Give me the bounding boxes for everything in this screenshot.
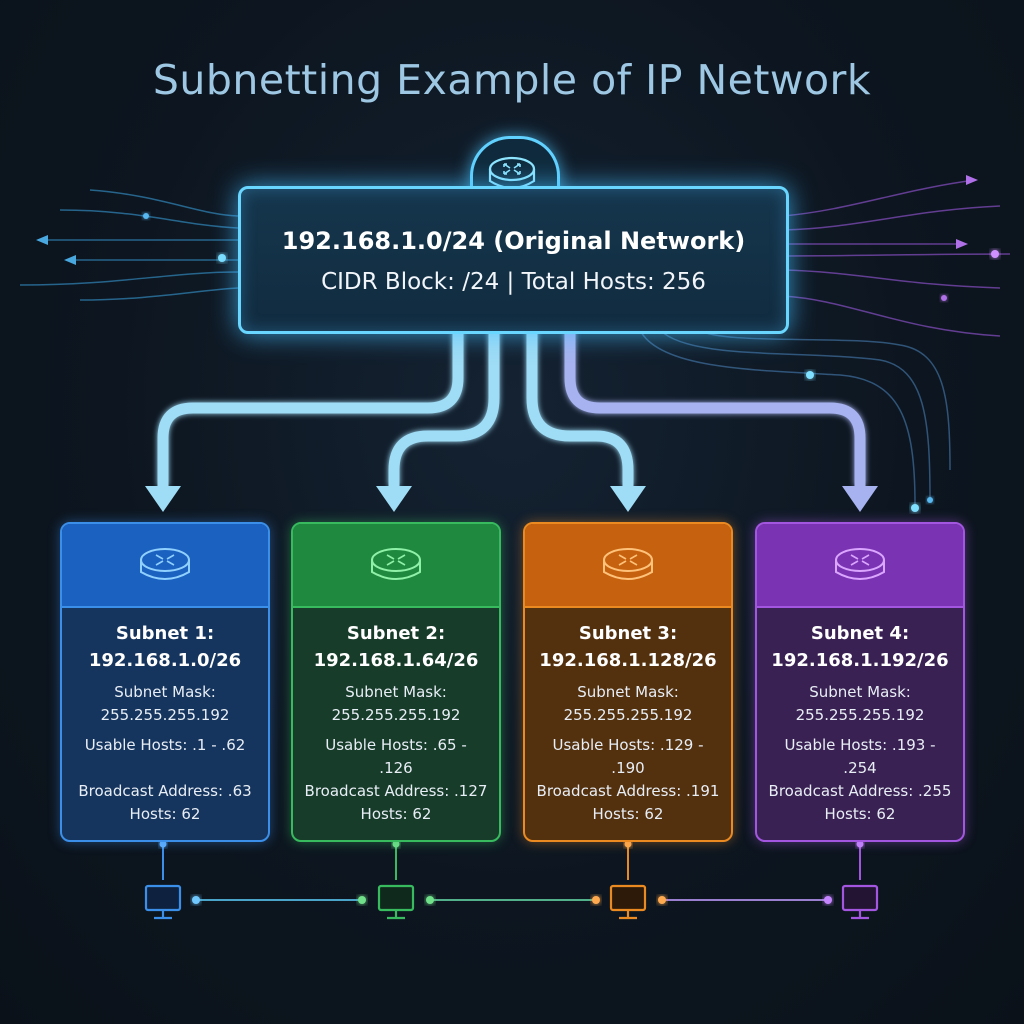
subnet-network: 192.168.1.128/26: [539, 650, 717, 671]
original-network-box: 192.168.1.0/24 (Original Network) CIDR B…: [238, 186, 789, 334]
subnet-card-body: Subnet 3: 192.168.1.128/26 Subnet Mask: …: [525, 608, 731, 826]
router-icon: [140, 548, 190, 580]
subnet-mask-label: Subnet Mask:: [114, 683, 216, 701]
arrow-heads: [145, 486, 878, 512]
subnet-mask-value: 255.255.255.192: [563, 706, 693, 724]
data-streaks-right: [782, 179, 1011, 337]
subnet-card-1: Subnet 1: 192.168.1.0/26 Subnet Mask: 25…: [60, 522, 270, 842]
subnet-network: 192.168.1.64/26: [313, 650, 479, 671]
pc-drop-lines: [162, 838, 861, 880]
subnet-network: 192.168.1.192/26: [771, 650, 949, 671]
arrow-subnet-2: [388, 330, 500, 486]
host-count: Hosts: 62: [592, 805, 664, 823]
subnet-mask-value: 255.255.255.192: [331, 706, 461, 724]
subnet-card-3: Subnet 3: 192.168.1.128/26 Subnet Mask: …: [523, 522, 733, 842]
usable-hosts-cont: .254: [843, 759, 877, 777]
subnet-mask-label: Subnet Mask:: [809, 683, 911, 701]
router-icon: [371, 548, 421, 580]
original-network-details: CIDR Block: /24 | Total Hosts: 256: [321, 269, 706, 295]
subnet-card-header: [62, 524, 268, 608]
usable-hosts-cont: .190: [611, 759, 645, 777]
connector-arrows: [157, 330, 866, 486]
router-icon: [835, 548, 885, 580]
router-icon: [603, 548, 653, 580]
data-streaks-left: [19, 189, 239, 301]
subnet-mask-label: Subnet Mask:: [345, 683, 447, 701]
usable-hosts: Usable Hosts: .193 -: [784, 736, 936, 754]
arrow-subnet-3: [526, 330, 634, 486]
broadcast-address: Broadcast Address: .191: [536, 782, 720, 800]
arrow-subnet-1: [157, 330, 464, 486]
subnet-mask-value: 255.255.255.192: [795, 706, 925, 724]
subnet-name: Subnet 1:: [115, 623, 215, 644]
usable-hosts: Usable Hosts: .1 - .62: [84, 736, 246, 754]
usable-hosts: Usable Hosts: .65 -: [325, 736, 467, 754]
original-network-title: 192.168.1.0/24 (Original Network): [281, 227, 746, 255]
subnet-card-header: [757, 524, 963, 608]
arrow-subnet-4: [564, 330, 866, 486]
data-streaks-right-down: [639, 329, 951, 506]
subnet-mask-value: 255.255.255.192: [100, 706, 230, 724]
subnet-name: Subnet 4:: [810, 623, 910, 644]
host-count: Hosts: 62: [360, 805, 432, 823]
host-count: Hosts: 62: [129, 805, 201, 823]
subnet-name: Subnet 2:: [346, 623, 446, 644]
computer-icon: [144, 884, 182, 920]
subnet-card-2: Subnet 2: 192.168.1.64/26 Subnet Mask: 2…: [291, 522, 501, 842]
subnet-card-header: [293, 524, 499, 608]
usable-hosts-cont: .126: [379, 759, 413, 777]
computer-icon: [377, 884, 415, 920]
broadcast-address: Broadcast Address: .255: [768, 782, 952, 800]
subnet-card-header: [525, 524, 731, 608]
subnet-card-body: Subnet 1: 192.168.1.0/26 Subnet Mask: 25…: [62, 608, 268, 826]
subnet-card-4: Subnet 4: 192.168.1.192/26 Subnet Mask: …: [755, 522, 965, 842]
page-title: Subnetting Example of IP Network: [152, 56, 872, 104]
subnet-card-body: Subnet 2: 192.168.1.64/26 Subnet Mask: 2…: [293, 608, 499, 826]
usable-hosts-cont: [62, 757, 268, 780]
broadcast-address: Broadcast Address: .127: [304, 782, 488, 800]
subnet-network: 192.168.1.0/26: [88, 650, 242, 671]
subnet-card-body: Subnet 4: 192.168.1.192/26 Subnet Mask: …: [757, 608, 963, 826]
subnet-mask-label: Subnet Mask:: [577, 683, 679, 701]
usable-hosts: Usable Hosts: .129 -: [552, 736, 704, 754]
broadcast-address: Broadcast Address: .63: [78, 782, 252, 800]
host-count: Hosts: 62: [824, 805, 896, 823]
computer-icon: [841, 884, 879, 920]
subnet-name: Subnet 3:: [578, 623, 678, 644]
computer-icon: [609, 884, 647, 920]
